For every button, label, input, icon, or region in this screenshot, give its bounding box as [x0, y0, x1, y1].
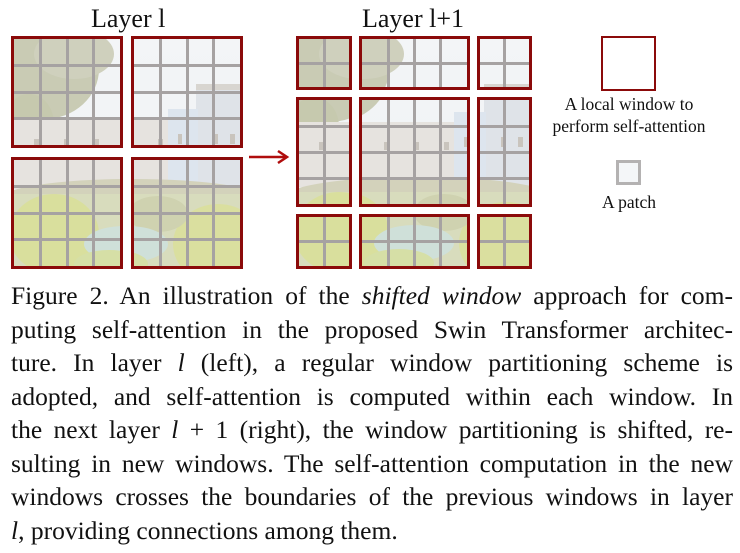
patch-divider [299, 61, 349, 65]
patch-divider [14, 238, 120, 241]
legend-window-swatch [601, 36, 656, 91]
patch-divider [134, 117, 240, 120]
patch-divider [299, 240, 349, 243]
legend-window-label-line1: A local window to [564, 94, 694, 114]
patch-divider [362, 176, 467, 180]
patch-divider [362, 150, 467, 154]
caption-italic-text: l [171, 415, 179, 444]
patch-divider [480, 150, 529, 154]
patch-divider [134, 185, 240, 188]
attention-window-r1c3 [477, 36, 532, 90]
caption-text: , providing connections among them. [18, 515, 398, 545]
caption-line: ture. In layer l (left), a regular windo… [11, 346, 733, 380]
attention-window-top-right [131, 36, 243, 148]
attention-window-top-left [11, 36, 123, 148]
patch-divider [299, 176, 349, 180]
patch-divider [480, 176, 529, 180]
caption-line: puting self-attention in the proposed Sw… [11, 313, 733, 347]
patch-divider [480, 240, 529, 243]
layer-l-plus-1-title: Layer l+1 [362, 4, 465, 33]
legend-window-label-line2: perform self-attention [552, 116, 706, 136]
caption-text: ture. In layer [11, 348, 178, 377]
caption-text: sulting in new windows. The self-attenti… [11, 448, 733, 478]
caption-line: Figure 2. An illustration of the shifted… [11, 279, 733, 313]
patch-divider [362, 240, 467, 243]
patch-divider [299, 124, 349, 128]
caption-line: l, providing connections among them. [11, 514, 733, 548]
attention-window-r3c1 [296, 214, 352, 269]
figure-caption: Figure 2. An illustration of the shifted… [11, 279, 733, 547]
patch-divider [480, 61, 529, 65]
attention-window-r1c2 [359, 36, 470, 90]
patch-divider [14, 90, 120, 94]
caption-text: approach for com- [521, 281, 733, 310]
attention-window-r2c2 [359, 97, 470, 207]
attention-window-bottom-left [11, 157, 123, 269]
caption-text: windows crosses the boundaries of the pr… [11, 482, 733, 511]
caption-italic-text: l [11, 515, 19, 545]
layer-l-title: Layer l [91, 4, 166, 33]
patch-divider [14, 185, 120, 188]
caption-line: adopted, and self-attention is computed … [11, 380, 733, 414]
patch-divider [362, 61, 467, 65]
right-arrow-icon [249, 149, 290, 165]
patch-divider [134, 211, 240, 215]
patch-divider [362, 124, 467, 128]
caption-line: the next layer l + 1 (right), the window… [11, 413, 733, 447]
attention-window-r1c1 [296, 36, 352, 90]
patch-divider [14, 117, 120, 120]
patch-divider [480, 124, 529, 128]
caption-italic-text: l [177, 348, 185, 377]
attention-window-bottom-right [131, 157, 243, 269]
attention-window-r3c3 [477, 214, 532, 269]
castle-photo [299, 39, 349, 87]
caption-line: windows crosses the boundaries of the pr… [11, 480, 733, 514]
patch-divider [299, 150, 349, 154]
patch-divider [134, 64, 240, 67]
legend-patch-swatch [616, 160, 641, 185]
caption-text: Figure 2. An illustration of the [11, 281, 362, 310]
patch-divider [14, 64, 120, 67]
castle-photo [14, 39, 120, 145]
caption-text: puting self-attention in the proposed Sw… [11, 314, 733, 344]
legend-window-label: A local window to perform self-attention [530, 93, 728, 137]
attention-window-r2c3 [477, 97, 532, 207]
caption-text: the next layer [11, 415, 172, 444]
caption-italic-text: shifted window [361, 281, 522, 310]
patch-divider [134, 238, 240, 241]
caption-text: adopted, and self-attention is computed … [11, 381, 733, 411]
patch-divider [14, 211, 120, 215]
attention-window-r3c2 [359, 214, 470, 269]
caption-text: (left), a regular window partitioning sc… [184, 348, 733, 377]
caption-line: sulting in new windows. The self-attenti… [11, 447, 733, 481]
legend-patch-label: A patch [602, 192, 656, 212]
patch-divider [134, 90, 240, 94]
attention-window-r2c1 [296, 97, 352, 207]
caption-text: + 1 (right), the window partitioning is … [178, 415, 733, 444]
